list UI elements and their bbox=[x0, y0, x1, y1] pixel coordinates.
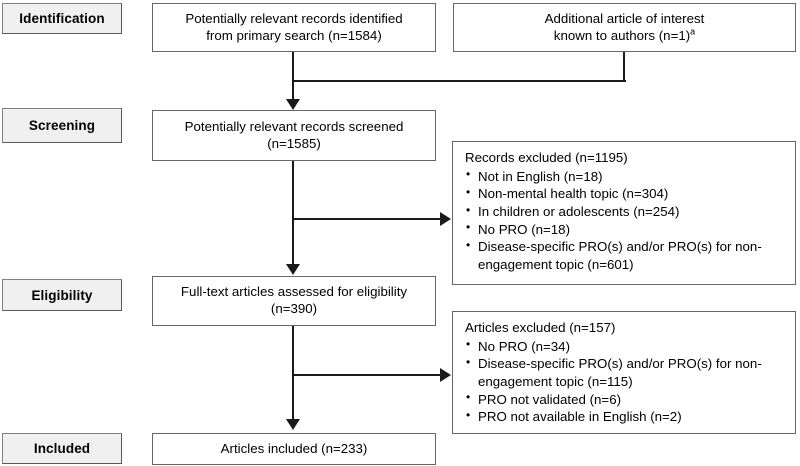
box-records-screened-line1: Potentially relevant records screened bbox=[184, 118, 404, 134]
connector-additional-article-down bbox=[623, 52, 626, 82]
list-item: Not in English (n=18) bbox=[465, 167, 785, 186]
box-primary-search-line2: from primary search (n=1584) bbox=[206, 27, 382, 43]
stage-label-included: Included bbox=[2, 433, 122, 464]
arrowhead-down-to-included bbox=[286, 419, 300, 430]
box-additional-article: Additional article of interest known to … bbox=[453, 3, 796, 52]
arrowhead-right-to-records-excluded bbox=[440, 212, 451, 226]
box-articles-included: Articles included (n=233) bbox=[152, 433, 436, 465]
articles-excluded-list: No PRO (n=34) Disease-specific PRO(s) an… bbox=[465, 337, 785, 426]
box-additional-article-line2: known to authors (n=1)a bbox=[460, 26, 789, 45]
list-item: In children or adolescents (n=254) bbox=[465, 203, 785, 221]
list-item: PRO not validated (n=6) bbox=[465, 390, 785, 409]
list-item: PRO not available in English (n=2) bbox=[465, 408, 785, 426]
box-records-excluded: Records excluded (n=1195) Not in English… bbox=[452, 141, 796, 285]
articles-excluded-title: Articles excluded (n=157) bbox=[465, 320, 616, 335]
connector-primary-search-down bbox=[292, 52, 295, 82]
arrowhead-right-to-articles-excluded bbox=[440, 368, 451, 382]
connector-fulltext-down bbox=[292, 326, 295, 420]
records-excluded-list: Not in English (n=18) Non-mental health … bbox=[465, 167, 785, 274]
connector-screened-down bbox=[292, 161, 295, 266]
box-primary-search: Potentially relevant records identified … bbox=[152, 3, 436, 52]
arrowhead-down-to-screened bbox=[286, 99, 300, 110]
stage-label-eligibility-text: Eligibility bbox=[31, 287, 93, 303]
box-additional-article-line1: Additional article of interest bbox=[544, 10, 705, 26]
box-primary-search-line1: Potentially relevant records identified bbox=[185, 10, 403, 26]
box-additional-article-line2-text: known to authors (n=1) bbox=[553, 27, 691, 43]
list-item: No PRO (n=34) bbox=[465, 337, 785, 356]
footnote-marker-a: a bbox=[690, 26, 696, 37]
box-fulltext-assessed-line1: Full-text articles assessed for eligibil… bbox=[180, 284, 408, 300]
stage-label-screening: Screening bbox=[2, 108, 122, 143]
box-records-screened: Potentially relevant records screened (n… bbox=[152, 110, 436, 161]
connector-merge-bar bbox=[292, 80, 626, 83]
stage-label-screening-text: Screening bbox=[28, 118, 96, 133]
box-fulltext-assessed-line2: (n=390) bbox=[270, 301, 318, 316]
box-records-screened-line2: (n=1585) bbox=[267, 135, 321, 151]
connector-branch-articles-excluded bbox=[292, 374, 442, 377]
records-excluded-title: Records excluded (n=1195) bbox=[465, 150, 628, 165]
list-item: Non-mental health topic (n=304) bbox=[465, 185, 785, 203]
connector-branch-records-excluded bbox=[292, 218, 442, 221]
stage-label-eligibility: Eligibility bbox=[2, 279, 122, 311]
stage-label-identification-text: Identification bbox=[19, 11, 105, 26]
box-fulltext-assessed: Full-text articles assessed for eligibil… bbox=[152, 276, 436, 326]
stage-label-included-text: Included bbox=[33, 441, 91, 456]
list-item: Disease-specific PRO(s) and/or PRO(s) fo… bbox=[465, 238, 785, 273]
box-articles-included-line1: Articles included (n=233) bbox=[220, 440, 368, 456]
list-item: No PRO (n=18) bbox=[465, 220, 785, 239]
box-articles-excluded: Articles excluded (n=157) No PRO (n=34) … bbox=[452, 311, 796, 434]
arrowhead-down-to-fulltext bbox=[286, 264, 300, 275]
connector-merge-down bbox=[292, 80, 295, 101]
list-item: Disease-specific PRO(s) and/or PRO(s) fo… bbox=[465, 355, 785, 390]
stage-label-identification: Identification bbox=[2, 3, 122, 34]
